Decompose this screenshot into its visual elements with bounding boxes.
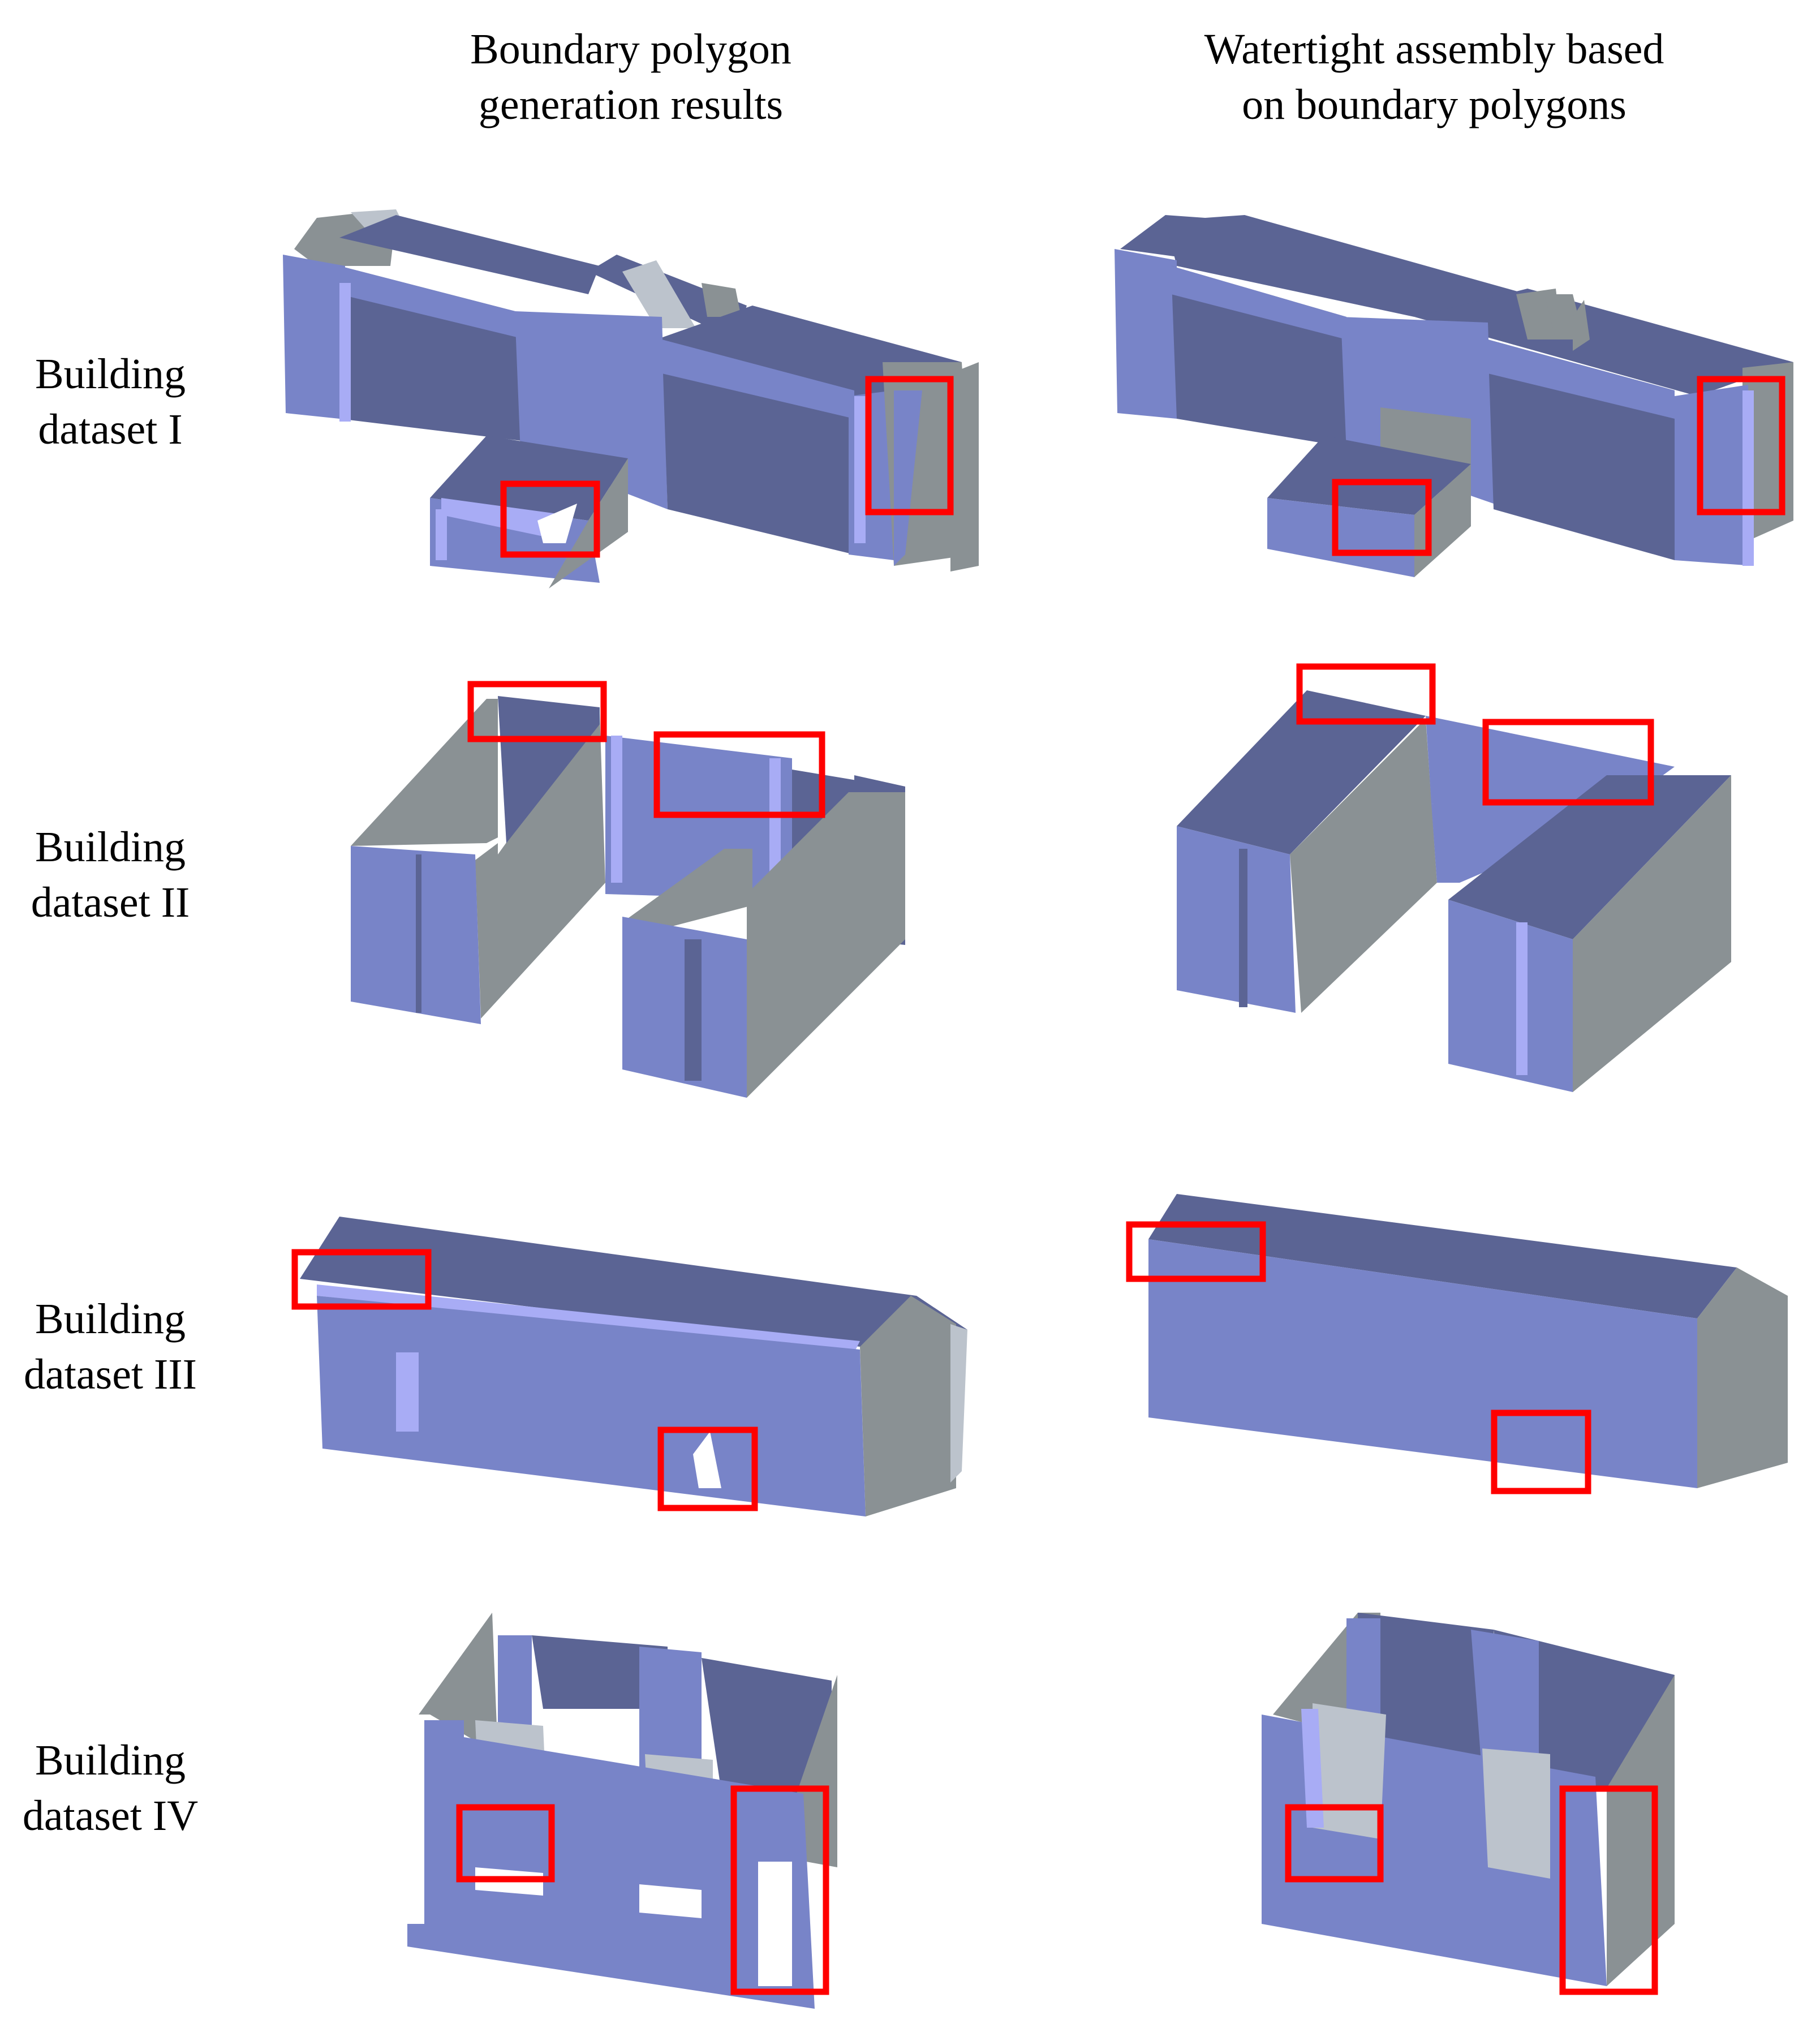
- highlight-box-III-left-a: [291, 1249, 432, 1310]
- row-label-1-line2: dataset I: [38, 406, 183, 453]
- building-II-watertight-assembly: [1177, 690, 1731, 1092]
- row-label-4-line1: Building: [35, 1737, 186, 1784]
- column-header-right-line2: on boundary polygons: [1242, 81, 1627, 128]
- row-label-1-line1: Building: [35, 350, 186, 398]
- highlight-box-I-left-a: [500, 480, 600, 558]
- highlight-box-IV-right-a: [1285, 1804, 1384, 1883]
- column-header-right: Watertight assembly based on boundary po…: [1123, 22, 1745, 132]
- highlight-box-III-right-a: [1126, 1221, 1266, 1282]
- row-label-2-line1: Building: [35, 823, 186, 871]
- building-IV-boundary-polygons: [407, 1613, 837, 2009]
- row-label-3-line2: dataset III: [24, 1351, 197, 1398]
- building-III-boundary-polygons: [300, 1217, 967, 1516]
- row-label-4-line2: dataset IV: [22, 1792, 199, 1840]
- building-I-watertight-assembly: [1115, 215, 1793, 577]
- column-header-left-line2: generation results: [478, 81, 784, 128]
- row-label-3-line1: Building: [35, 1295, 186, 1343]
- column-header-left-line1: Boundary polygon: [470, 25, 791, 73]
- highlight-box-IV-left-a: [456, 1804, 555, 1883]
- row-label-3: Building dataset III: [17, 1291, 204, 1402]
- building-I-boundary-polygons: [283, 209, 979, 588]
- row-label-2: Building dataset II: [17, 819, 204, 930]
- highlight-box-II-right-a: [1296, 663, 1436, 725]
- highlight-box-II-left-a: [467, 681, 607, 742]
- highlight-box-II-left-b: [653, 731, 825, 818]
- highlight-box-I-left-b: [865, 376, 954, 515]
- highlight-box-IV-right-b: [1559, 1785, 1658, 1995]
- highlight-box-IV-left-b: [730, 1785, 829, 1995]
- column-header-right-line1: Watertight assembly based: [1204, 25, 1664, 73]
- highlight-box-II-right-b: [1482, 719, 1654, 806]
- row-label-4: Building dataset IV: [17, 1733, 204, 1844]
- row-label-1: Building dataset I: [17, 346, 204, 457]
- row-label-2-line2: dataset II: [31, 879, 190, 926]
- building-II-boundary-polygons: [351, 696, 905, 1098]
- highlight-box-III-right-b: [1491, 1410, 1591, 1494]
- building-III-watertight-assembly: [1148, 1194, 1788, 1488]
- highlight-box-I-right-a: [1332, 479, 1432, 556]
- column-header-left: Boundary polygon generation results: [320, 22, 942, 132]
- highlight-box-I-right-b: [1697, 376, 1785, 515]
- highlight-box-III-left-b: [657, 1427, 758, 1511]
- building-IV-watertight-assembly: [1262, 1613, 1675, 1986]
